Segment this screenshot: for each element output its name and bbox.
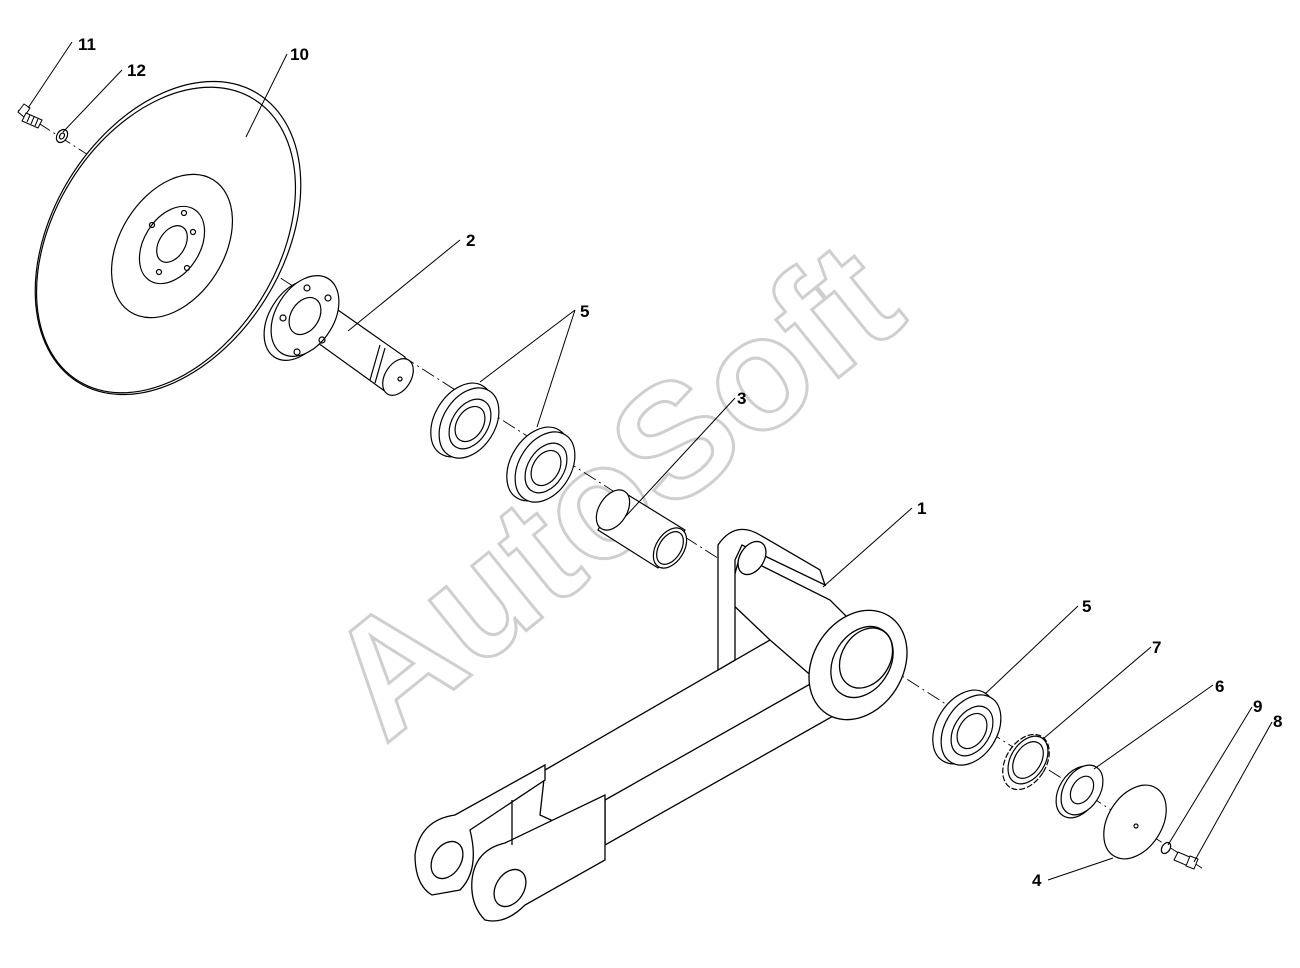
callout-labels: 11 12 10 2 5 3 1 5 7 6 9 8 4 <box>78 35 1282 890</box>
callout-10: 10 <box>290 45 309 64</box>
callout-2: 2 <box>466 231 475 250</box>
cover-plate-part-4 <box>1103 784 1167 860</box>
bushing-part-3 <box>595 489 688 569</box>
bolt-part-11 <box>17 103 43 129</box>
callout-9: 9 <box>1253 697 1262 716</box>
callout-1: 1 <box>917 499 926 518</box>
bearing-part-5-upper <box>430 382 500 459</box>
washer-part-12 <box>55 128 69 144</box>
callout-5-upper: 5 <box>580 302 589 321</box>
callout-11: 11 <box>78 35 96 54</box>
washer-part-9 <box>1160 841 1172 855</box>
callouts <box>27 41 1273 881</box>
arm-part-1 <box>414 528 908 922</box>
callout-12: 12 <box>127 61 146 80</box>
shaft-part-2 <box>263 275 414 396</box>
callout-6: 6 <box>1215 677 1224 696</box>
nut-part-6 <box>1055 764 1104 819</box>
bearing-part-5-lower <box>932 689 1002 766</box>
callout-5-lower: 5 <box>1082 597 1091 616</box>
callout-8: 8 <box>1273 712 1282 731</box>
lock-washer-part-7 <box>1002 733 1050 791</box>
disc-part-10 <box>34 80 302 396</box>
bearing-part-5-middle <box>506 426 576 503</box>
callout-3: 3 <box>737 389 746 408</box>
callout-4: 4 <box>1032 871 1042 890</box>
callout-7: 7 <box>1152 638 1161 657</box>
